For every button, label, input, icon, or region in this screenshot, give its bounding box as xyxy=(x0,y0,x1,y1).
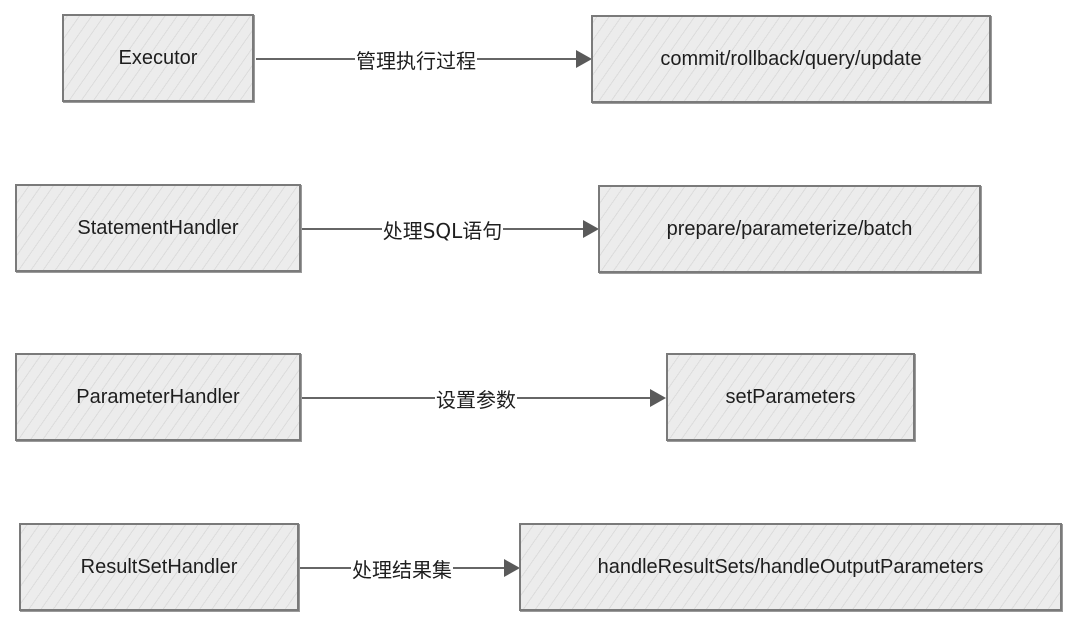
arrow-line xyxy=(302,397,435,399)
statement-handler-methods-box: prepare/parameterize/batch xyxy=(598,185,981,273)
result-set-handler-methods-label: handleResultSets/handleOutputParameters xyxy=(597,555,984,578)
statement-handler-box: StatementHandler xyxy=(15,184,301,272)
parameter-handler-methods-box: setParameters xyxy=(666,353,915,441)
parameter-handler-label: ParameterHandler xyxy=(76,385,240,408)
executor-arrow-label: 管理执行过程 xyxy=(356,48,476,73)
executor-methods-label: commit/rollback/query/update xyxy=(660,47,922,70)
statement-handler-methods-label: prepare/parameterize/batch xyxy=(666,217,913,240)
arrow-head-icon xyxy=(650,389,666,407)
executor-arrow: 管理执行过程 xyxy=(256,47,592,73)
arrow-line xyxy=(503,228,583,230)
statement-handler-arrow-label: 处理SQL语句 xyxy=(382,218,503,243)
arrow-line xyxy=(453,567,504,569)
statement-handler-arrow: 处理SQL语句 xyxy=(302,217,599,243)
result-set-handler-label: ResultSetHandler xyxy=(80,555,238,578)
arrow-line xyxy=(300,567,351,569)
arrow-line xyxy=(256,58,355,60)
arrow-line xyxy=(477,58,576,60)
arrow-line xyxy=(302,228,382,230)
statement-handler-label: StatementHandler xyxy=(77,216,239,239)
arrow-head-icon xyxy=(576,50,592,68)
executor-methods-box: commit/rollback/query/update xyxy=(591,15,991,103)
executor-label: Executor xyxy=(118,46,198,69)
result-set-handler-arrow-label: 处理结果集 xyxy=(352,557,452,582)
parameter-handler-box: ParameterHandler xyxy=(15,353,301,441)
result-set-handler-box: ResultSetHandler xyxy=(19,523,299,611)
parameter-handler-arrow: 设置参数 xyxy=(302,386,666,412)
arrow-line xyxy=(517,397,650,399)
result-set-handler-methods-box: handleResultSets/handleOutputParameters xyxy=(519,523,1062,611)
parameter-handler-arrow-label: 设置参数 xyxy=(436,387,516,412)
parameter-handler-methods-label: setParameters xyxy=(725,385,856,408)
result-set-handler-arrow: 处理结果集 xyxy=(300,556,520,582)
arrow-head-icon xyxy=(504,559,520,577)
arrow-head-icon xyxy=(583,220,599,238)
executor-box: Executor xyxy=(62,14,254,102)
